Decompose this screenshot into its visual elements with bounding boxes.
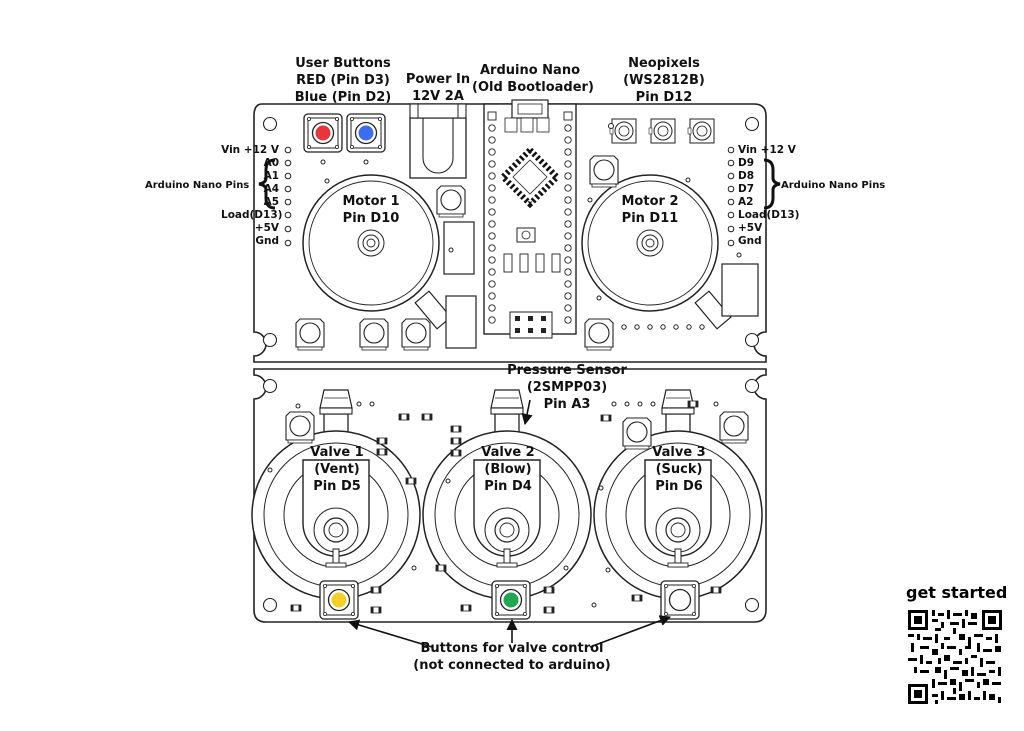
label-pressure-sensor: Pressure Sensor(2SMPP03)Pin A3 [507,363,627,412]
button-white [660,580,700,620]
neopixel-2 [648,118,676,144]
capacitor [401,318,431,351]
arrow-pressure-sensor [521,399,533,426]
pin-header-right [727,146,735,247]
label-arduino-nano-pins-left: Arduino Nano Pins [145,180,250,191]
arrow-button-white [589,615,672,648]
arduino-nano [483,99,577,339]
button-green [491,580,531,620]
capacitor [285,411,315,444]
label-arduino-nano: Arduino Nano(Old Bootloader) [472,63,594,95]
button-blue [346,113,386,153]
neopixel-3 [687,118,715,144]
capacitor [719,411,749,444]
button-red [303,113,343,153]
power-jack [409,103,467,179]
motor-2-lead [694,290,732,330]
pin-header-left [284,146,292,247]
brace-left [258,158,276,210]
get-started-label: get started [906,583,1008,602]
capacitor [436,185,466,218]
capacitor [584,318,614,351]
label-neopixels: Neopixels(WS2812B)Pin D12 [623,56,705,105]
capacitor [295,318,325,351]
neopixel-1 [609,118,637,144]
label-valve-3: Valve 3(Suck)Pin D6 [652,445,706,494]
label-valve-2: Valve 2(Blow)Pin D4 [481,445,535,494]
capacitor [359,318,389,351]
capacitor [589,155,619,188]
qr-code[interactable] [908,610,1002,704]
motor-1-lead [414,290,452,330]
label-buttons-valve-control: Buttons for valve control(not connected … [413,641,611,673]
button-yellow [319,580,359,620]
label-valve-1: Valve 1(Vent)Pin D5 [310,445,364,494]
label-arduino-nano-pins-right: Arduino Nano Pins [781,180,886,191]
brace-right [763,158,781,210]
arrow-button-yellow [347,619,433,648]
